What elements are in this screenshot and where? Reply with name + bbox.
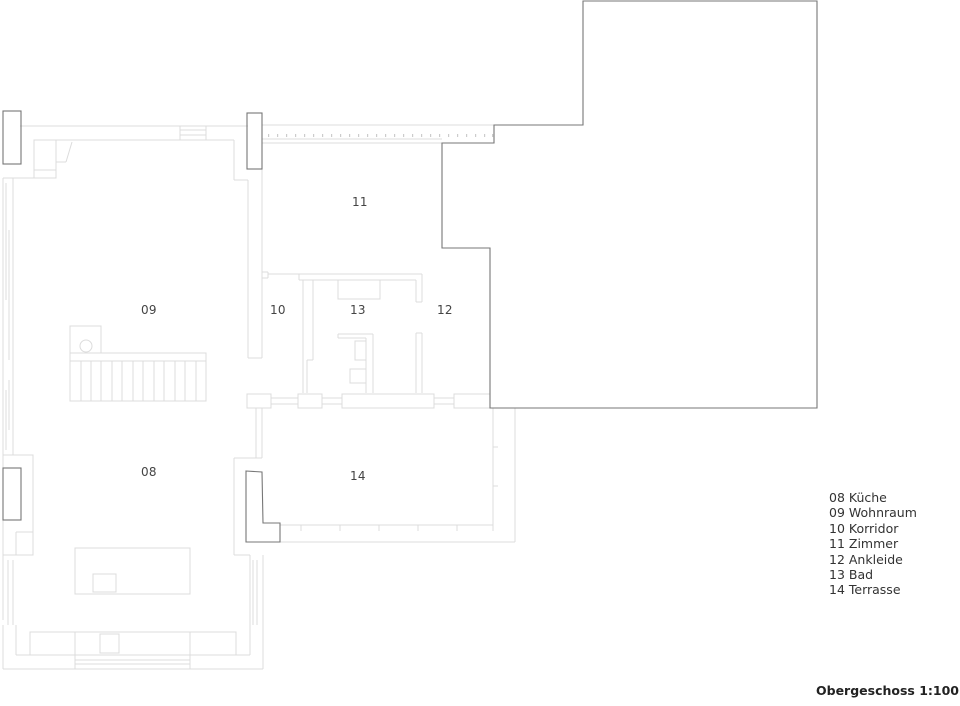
l-shaped-wall (245, 470, 281, 543)
legend-item: 11 Zimmer (829, 536, 899, 552)
legend-item: 13 Bad (829, 567, 874, 583)
legend-item: 08 Küche (829, 490, 887, 505)
room-legend: 08 Küche 09 Wohnraum 10 Korridor 11 Zimm… (829, 490, 917, 598)
drawing-title: Obergeschoss 1:100 (816, 683, 959, 698)
legend-item: 12 Ankleide (829, 551, 903, 567)
legend-item: 09 Wohnraum (829, 505, 917, 521)
room-label-08: 08 (141, 465, 157, 479)
room-label-10: 10 (270, 303, 286, 317)
room-label-12: 12 (437, 303, 453, 317)
legend-item: 10 Korridor (829, 520, 899, 536)
staircase (69, 325, 207, 402)
balcony-railing (268, 134, 494, 137)
room-label-13: 13 (350, 303, 366, 317)
bedroom-wing-walls (262, 124, 494, 393)
legend-item: 14 Terrasse (829, 582, 901, 598)
room-label-09: 09 (141, 303, 157, 317)
terrace-outline (261, 407, 516, 543)
living-block-walls (2, 125, 269, 670)
neighbor-building-outline (441, 0, 818, 409)
chimney-top-left (2, 110, 22, 165)
room-label-14: 14 (350, 469, 366, 483)
room-label-11: 11 (352, 195, 368, 209)
column-top-middle (246, 112, 263, 170)
facade-band (246, 393, 491, 409)
chimney-lower-left (2, 467, 22, 521)
